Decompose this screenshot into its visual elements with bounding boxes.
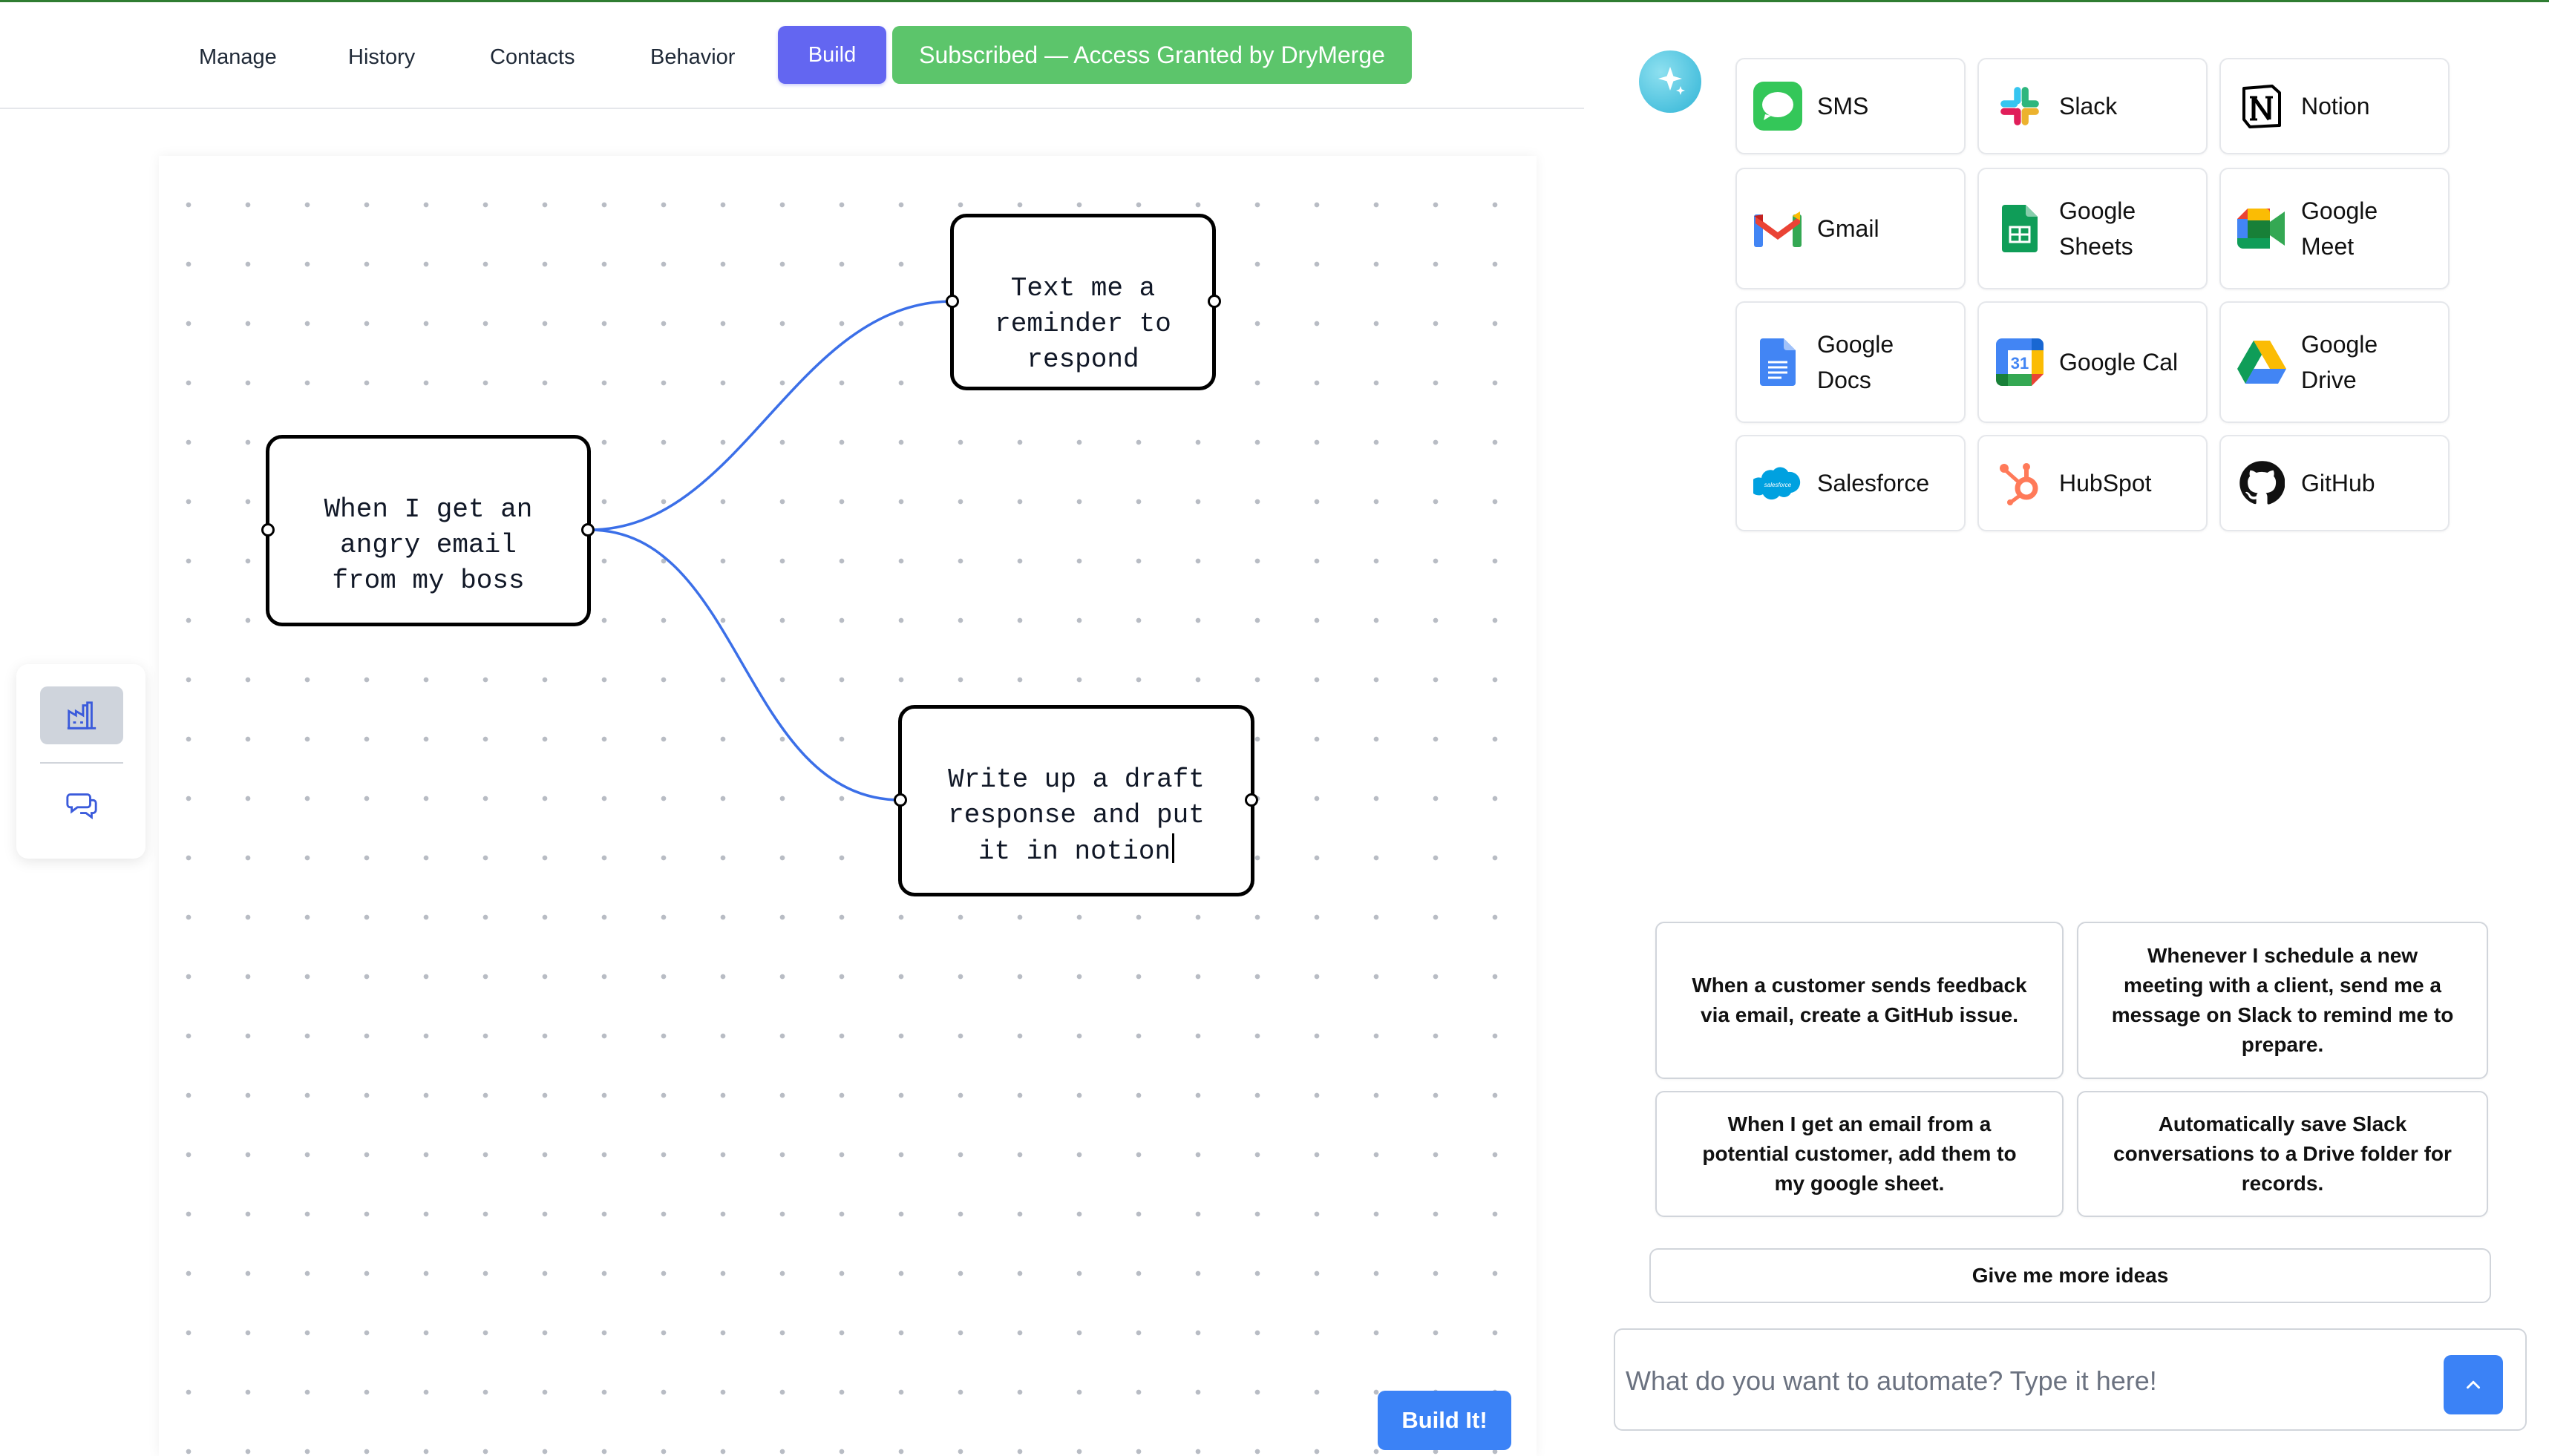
app-tile-hubspot[interactable]: HubSpot: [1977, 435, 2208, 531]
trigger-input-port[interactable]: [261, 523, 275, 537]
drymerge-logo: [1639, 50, 1701, 113]
app-label-slack: Slack: [2059, 93, 2118, 119]
app-tile-google-meet[interactable]: Google Meet: [2219, 168, 2450, 289]
idea-text-4: Automatically save Slack conversations t…: [2113, 1112, 2452, 1195]
sparkle-icon: [1658, 67, 1685, 95]
gmail-icon: [1754, 211, 1802, 247]
trigger-node-text: When I get an angry email from my boss: [324, 494, 533, 596]
chat-view-button[interactable]: [40, 775, 123, 833]
rail-divider: [40, 762, 123, 764]
automation-prompt-box: [1614, 1328, 2527, 1431]
nav-contacts[interactable]: Contacts: [490, 45, 575, 69]
tool-rail: [16, 664, 145, 859]
idea-card-2[interactable]: Whenever I schedule a new meeting with a…: [2077, 922, 2488, 1079]
app-label-google-docs: Google Docs: [1817, 331, 1894, 393]
submit-prompt-button[interactable]: [2444, 1355, 2503, 1414]
top-accent-line: [0, 0, 2549, 2]
app-tile-gmail[interactable]: Gmail: [1735, 168, 1966, 289]
slack-icon: [2000, 87, 2039, 125]
top-nav: Manage History Contacts Behavior Build S…: [0, 2, 1584, 109]
hubspot-icon: [2000, 463, 2038, 505]
text-reminder-node-text: Text me a reminder to respond: [995, 273, 1171, 375]
app-label-google-calendar: Google Cal: [2059, 349, 2179, 376]
app-label-salesforce: Salesforce: [1817, 470, 1930, 496]
app-tile-notion[interactable]: Notion: [2219, 58, 2450, 154]
google-meet-icon: [2237, 209, 2285, 249]
text-reminder-input-port[interactable]: [946, 295, 959, 308]
draft-response-input-port[interactable]: [894, 793, 907, 807]
svg-text:salesforce: salesforce: [1764, 482, 1792, 488]
app-label-google-drive: Google Drive: [2301, 331, 2378, 393]
salesforce-icon: salesforce: [1753, 467, 1801, 500]
factory-icon: [67, 701, 96, 729]
app-tile-github[interactable]: GitHub: [2219, 435, 2450, 531]
idea-card-3[interactable]: When I get an email from a potential cus…: [1655, 1091, 2064, 1217]
app-tile-slack[interactable]: Slack: [1977, 58, 2208, 154]
idea-text-1: When a customer sends feedback via email…: [1692, 974, 2027, 1026]
idea-text-3: When I get an email from a potential cus…: [1702, 1112, 2017, 1195]
chevron-up-icon: [2467, 1380, 2480, 1389]
draft-response-node-text[interactable]: Write up a draft response and put it in …: [948, 764, 1205, 867]
nav-build-button[interactable]: Build: [778, 26, 886, 84]
app-tile-google-docs[interactable]: Google Docs: [1735, 301, 1966, 423]
idea-text-2: Whenever I schedule a new meeting with a…: [2111, 944, 2454, 1056]
factory-view-button[interactable]: [40, 686, 123, 744]
app-label-notion: Notion: [2301, 93, 2370, 119]
app-label-sms: SMS: [1817, 93, 1869, 119]
app-label-google-sheets: Google Sheets: [2059, 197, 2136, 260]
workflow-canvas[interactable]: [159, 156, 1537, 1456]
app-label-gmail: Gmail: [1817, 215, 1879, 242]
calendar-day-text: 31: [2011, 354, 2029, 373]
more-ideas-button[interactable]: Give me more ideas: [1649, 1248, 2491, 1303]
text-reminder-output-port[interactable]: [1208, 295, 1221, 308]
google-sheets-icon: [2002, 205, 2038, 252]
app-tile-sms[interactable]: SMS: [1735, 58, 1966, 154]
automation-prompt-input[interactable]: [1626, 1352, 2398, 1410]
google-calendar-icon: 31: [1996, 338, 2044, 386]
app-label-hubspot: HubSpot: [2059, 470, 2152, 496]
text-reminder-node[interactable]: Text me a reminder to respond: [950, 214, 1216, 390]
idea-card-1[interactable]: When a customer sends feedback via email…: [1655, 922, 2064, 1079]
google-drive-icon: [2237, 341, 2286, 384]
idea-card-4[interactable]: Automatically save Slack conversations t…: [2077, 1091, 2488, 1217]
subscription-banner: Subscribed — Access Granted by DryMerge: [892, 26, 1412, 84]
draft-response-output-port[interactable]: [1245, 793, 1258, 807]
app-tile-google-calendar[interactable]: 31 Google Cal: [1977, 301, 2208, 423]
app-tile-google-sheets[interactable]: Google Sheets: [1977, 168, 2208, 289]
nav-behavior[interactable]: Behavior: [650, 45, 736, 69]
chat-bubbles-icon: [66, 793, 97, 820]
nav-history[interactable]: History: [348, 45, 416, 69]
app-label-github: GitHub: [2301, 470, 2375, 496]
app-tile-google-drive[interactable]: Google Drive: [2219, 301, 2450, 423]
build-it-button[interactable]: Build It!: [1378, 1391, 1511, 1450]
github-icon: [2239, 461, 2285, 505]
notion-icon: [2242, 85, 2281, 128]
trigger-node[interactable]: When I get an angry email from my boss: [266, 435, 591, 626]
app-tile-salesforce[interactable]: salesforce Salesforce: [1735, 435, 1966, 531]
messages-icon: [1753, 82, 1802, 131]
draft-response-node[interactable]: Write up a draft response and put it in …: [898, 705, 1254, 896]
nav-manage[interactable]: Manage: [199, 45, 277, 69]
trigger-output-port[interactable]: [581, 523, 595, 537]
google-docs-icon: [1760, 338, 1796, 386]
text-caret: [1172, 833, 1175, 863]
app-label-google-meet: Google Meet: [2301, 197, 2378, 260]
